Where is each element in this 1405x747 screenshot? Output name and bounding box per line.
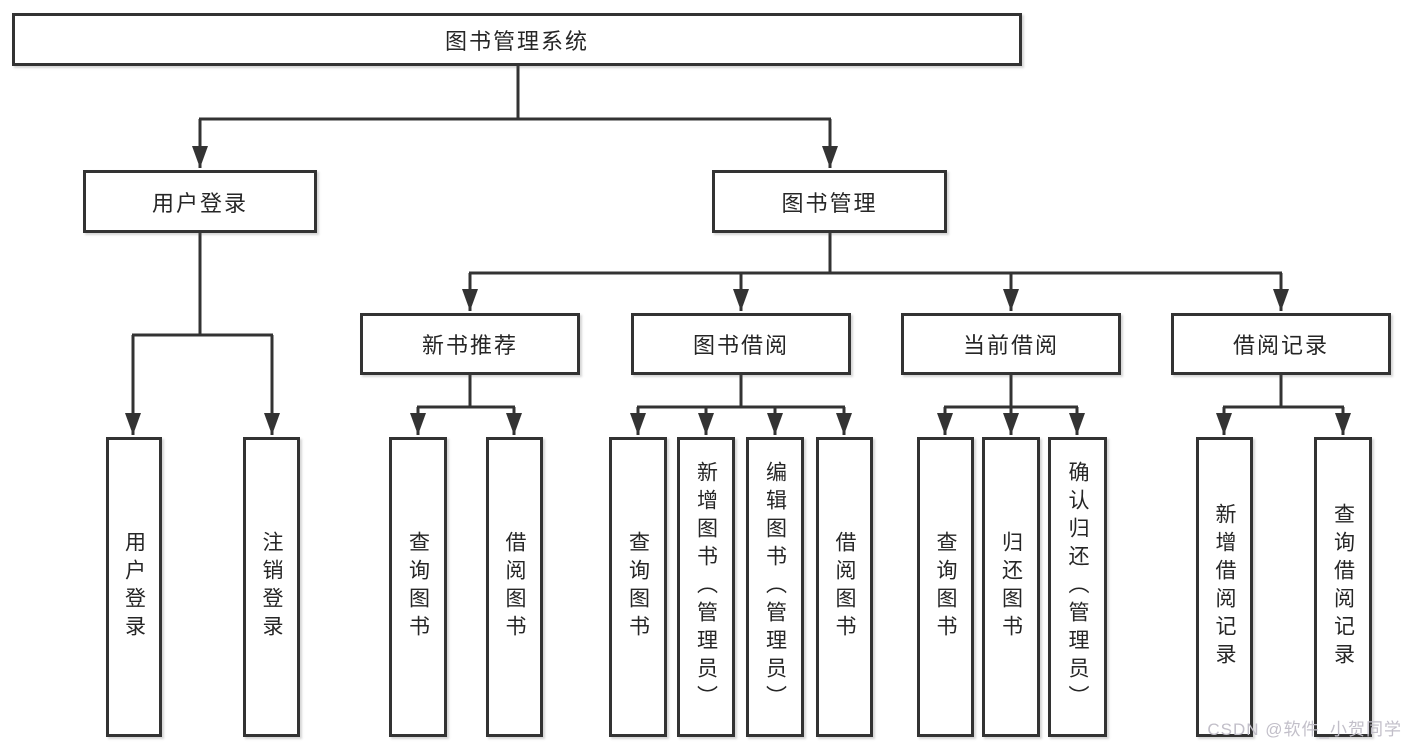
node-new-book-recommendation: 新书推荐 [360, 313, 580, 375]
leaf-logout: 注销登录 [243, 437, 300, 737]
leaf-confirm-return-admin: 确认归还（管理员） [1048, 437, 1107, 737]
leaf-return-books: 归还图书 [982, 437, 1040, 737]
node-label: 查询借阅记录 [1331, 503, 1355, 671]
node-borrowing-records: 借阅记录 [1171, 313, 1391, 375]
node-label: 注销登录 [260, 531, 283, 643]
node-book-management: 图书管理 [712, 170, 947, 233]
node-current-borrowing: 当前借阅 [901, 313, 1121, 375]
connector-arrows [125, 119, 1351, 435]
leaf-add-books-admin: 新增图书（管理员） [677, 437, 735, 737]
node-label: 用户登录 [122, 531, 146, 643]
leaf-borrow-books-1: 借阅图书 [486, 437, 543, 737]
leaf-user-login: 用户登录 [106, 437, 162, 737]
node-label: 图书管理系统 [444, 28, 589, 54]
node-label: 借阅图书 [833, 531, 856, 643]
node-book-borrowing: 图书借阅 [631, 313, 851, 375]
leaf-query-books-3: 查询图书 [917, 437, 974, 737]
leaf-add-borrow-record: 新增借阅记录 [1196, 437, 1253, 737]
node-label: 查询图书 [406, 531, 430, 643]
node-label: 图书借阅 [692, 333, 789, 358]
node-label: 用户登录 [151, 190, 248, 216]
node-user-login-group: 用户登录 [83, 170, 317, 233]
node-label: 新增图书（管理员） [694, 461, 718, 713]
node-label: 图书管理 [781, 190, 878, 216]
leaf-borrow-books-2: 借阅图书 [816, 437, 873, 737]
node-label: 新增借阅记录 [1213, 503, 1236, 671]
leaf-query-borrow-record: 查询借阅记录 [1314, 437, 1372, 737]
node-library-management-system: 图书管理系统 [12, 13, 1022, 66]
node-label: 查询图书 [626, 531, 650, 643]
node-label: 新书推荐 [421, 333, 518, 358]
node-label: 查询图书 [934, 531, 957, 643]
node-label: 当前借阅 [962, 333, 1059, 358]
node-label: 借阅图书 [503, 531, 526, 643]
leaf-edit-books-admin: 编辑图书（管理员） [746, 437, 804, 737]
leaf-query-books-1: 查询图书 [389, 437, 447, 737]
node-label: 归还图书 [999, 531, 1023, 643]
node-label: 借阅记录 [1232, 333, 1329, 358]
node-label: 确认归还（管理员） [1066, 461, 1089, 713]
node-label: 编辑图书（管理员） [763, 461, 787, 713]
csdn-watermark: CSDN @软件_小贺同学 [1207, 720, 1402, 739]
leaf-query-books-2: 查询图书 [609, 437, 667, 737]
